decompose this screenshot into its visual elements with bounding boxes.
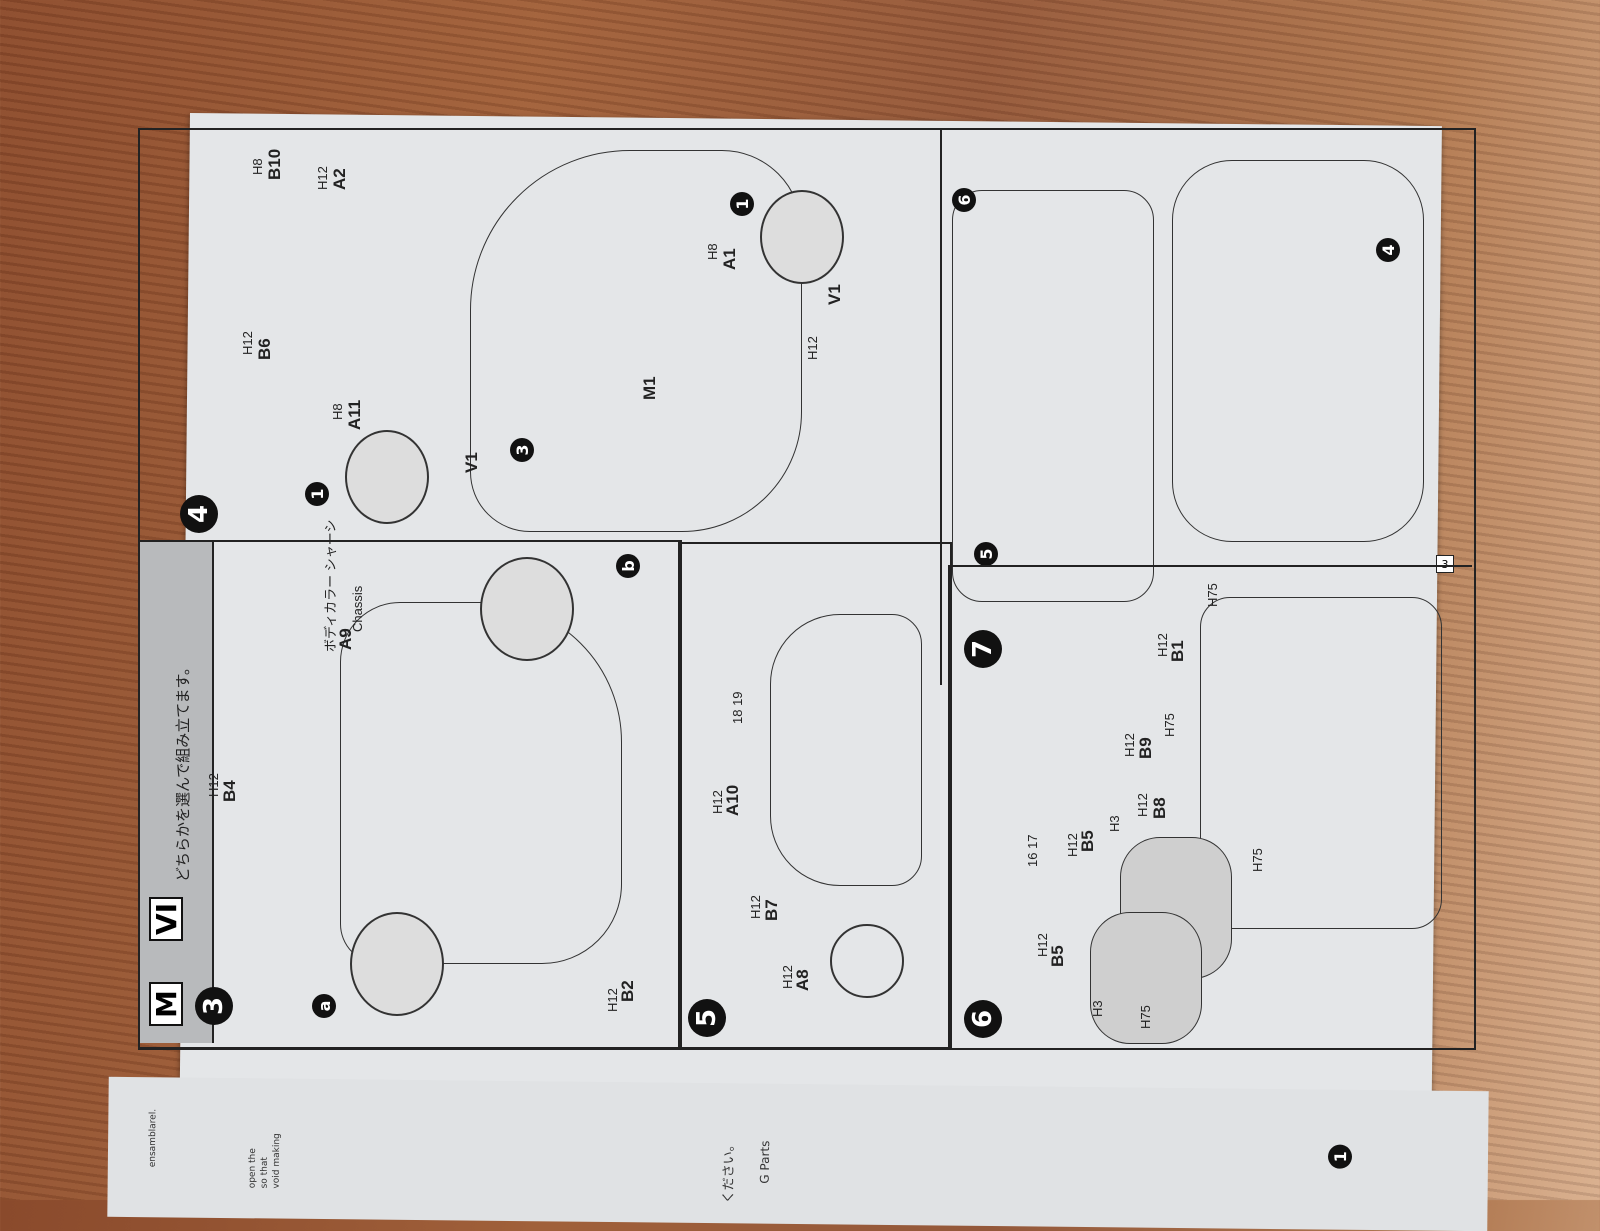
- paint-code: H75: [1138, 1005, 1153, 1029]
- body-drawing: [1172, 160, 1424, 542]
- paint-code: H12: [315, 166, 330, 190]
- part-label: A2: [330, 168, 349, 190]
- paint-code: H12: [240, 331, 255, 355]
- chassis-drawing: [340, 602, 622, 964]
- step-number: 5: [688, 999, 726, 1037]
- snippet: G Parts: [757, 1140, 773, 1184]
- mark-b: b: [616, 554, 640, 578]
- tub-drawing: [1200, 597, 1442, 929]
- wheel-drawing: [480, 557, 574, 661]
- mark-3: 3: [510, 438, 534, 462]
- wheel-drawing: [345, 430, 429, 524]
- paint-code: H75: [1250, 848, 1265, 872]
- snippet: ください。: [721, 1138, 738, 1204]
- part-label: B10: [265, 148, 284, 180]
- part-label: M1: [640, 376, 659, 400]
- part-label: B6: [255, 338, 274, 360]
- page-number: 3: [1436, 555, 1454, 573]
- step-header: [140, 542, 214, 1043]
- paint-code: H75: [1162, 713, 1177, 737]
- paint-code: H3: [1107, 815, 1122, 832]
- paint-code: H12: [1135, 793, 1150, 817]
- part-label: B4: [220, 780, 239, 802]
- decal-numbers: 16 17: [1025, 834, 1040, 867]
- snippet: open the: [247, 1148, 259, 1189]
- step-number: 3: [195, 987, 233, 1025]
- mark-5: 5: [974, 542, 998, 566]
- snippet: void making: [271, 1133, 283, 1189]
- part-label: V1: [462, 452, 481, 473]
- wheel-drawing: [760, 190, 844, 284]
- paint-code: H8: [330, 403, 345, 420]
- part-label: B8: [1150, 797, 1169, 819]
- part-label: B5: [1048, 945, 1067, 967]
- mark-1: 1: [305, 482, 329, 506]
- paint-code: H8: [705, 243, 720, 260]
- step-3-panel: M VI どちらかを選んで組み立てます。 3 a b H12 B4 ボディカラー…: [138, 520, 682, 1049]
- step-7-panel: 7 6 4 5: [940, 130, 1472, 685]
- part-label: B9: [1136, 737, 1155, 759]
- lower-page: ensamblarel. open the so that void makin…: [107, 1076, 1489, 1231]
- step-mark: 1: [1327, 1144, 1353, 1169]
- part-label: A1: [720, 248, 739, 270]
- part-label: A8: [793, 969, 812, 991]
- snippet: ensamblarel.: [147, 1108, 159, 1168]
- steering-wheel-drawing: [830, 924, 904, 998]
- step-instruction: どちらかを選んで組み立てます。: [175, 659, 192, 882]
- step-4-panel: 4 1 3 1 H8 B10 H12 A2 H12 B6 H8 A11 V1 M…: [170, 130, 940, 540]
- part-label: A10: [723, 784, 742, 816]
- paint-code: H3: [1090, 1000, 1105, 1017]
- part-label: V1: [825, 284, 844, 305]
- part-label: B2: [618, 980, 637, 1002]
- part-note: Chassis: [350, 585, 365, 632]
- paint-code: H8: [250, 158, 265, 175]
- wheel-drawing: [350, 912, 444, 1016]
- dashboard-drawing: [770, 614, 922, 886]
- seat-drawing: [1090, 912, 1202, 1044]
- mark-a: a: [312, 994, 336, 1018]
- snippet: so that: [259, 1157, 270, 1189]
- mark-1: 1: [730, 192, 754, 216]
- badge-vi: VI: [149, 897, 183, 941]
- part-label: B7: [762, 899, 781, 921]
- step-number: 4: [180, 495, 218, 533]
- paint-code: H12: [1122, 733, 1137, 757]
- decal-numbers: 18 19: [730, 691, 745, 724]
- mark-6: 6: [952, 188, 976, 212]
- interior-drawing: [952, 190, 1154, 602]
- paint-code: H12: [805, 336, 820, 360]
- badge-m: M: [149, 982, 183, 1026]
- step-number: 6: [964, 1000, 1002, 1038]
- paint-code: H75: [1205, 583, 1220, 607]
- mark-4: 4: [1376, 238, 1400, 262]
- step-5-panel: 5 18 19 H12 A10 H12 B7 H12 A8: [678, 542, 952, 1049]
- part-label: B1: [1168, 640, 1187, 662]
- paint-code: H12: [206, 773, 221, 797]
- chassis-drawing: [470, 150, 802, 532]
- part-label: B5: [1078, 830, 1097, 852]
- step-6-panel: 6 H12 B1 H75 H12 B9 H75 H12 B8 H3 H12 B5…: [948, 565, 1472, 1047]
- part-label: A11: [345, 399, 364, 430]
- paint-code: H12: [748, 895, 763, 919]
